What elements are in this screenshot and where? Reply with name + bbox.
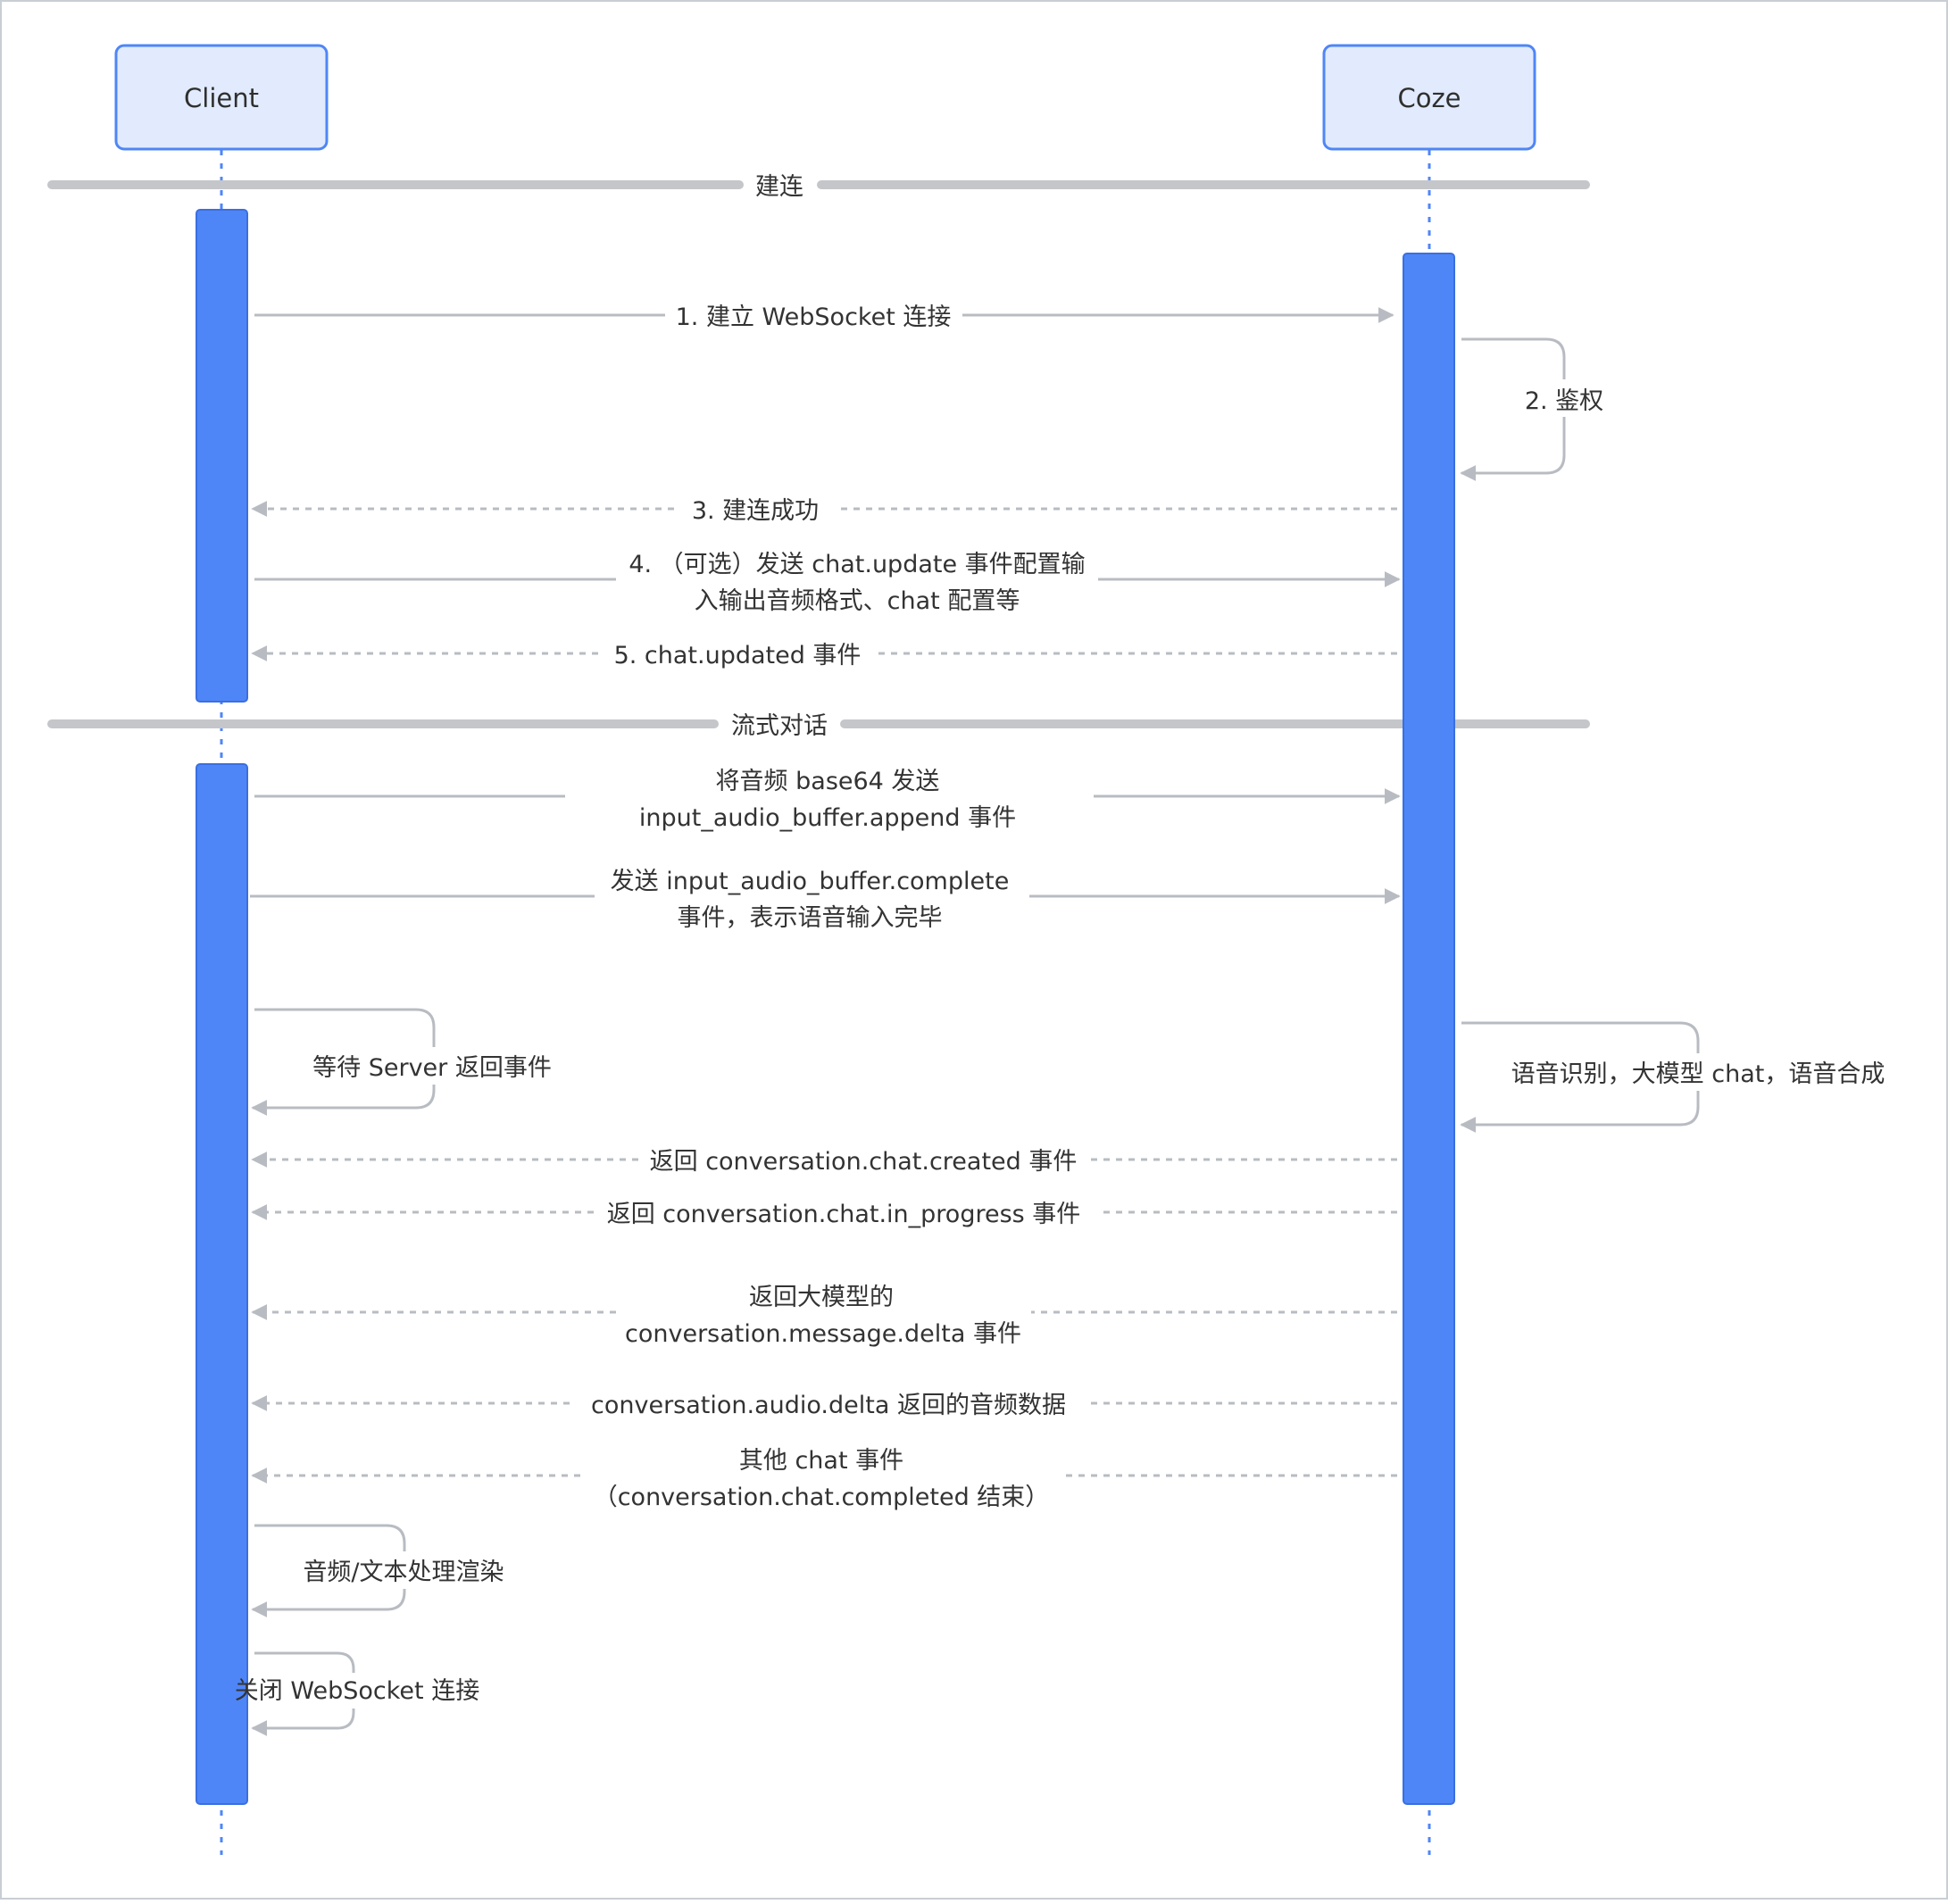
- message-8-label-bg: [311, 1047, 554, 1085]
- message-6-label-line1: 将音频 base64 发送: [716, 768, 940, 795]
- message-10-label: 返回 conversation.chat.created 事件: [650, 1148, 1078, 1176]
- message-9-label: 语音识别，大模型 chat，语音合成: [1511, 1060, 1886, 1088]
- message-14-label-line2: （conversation.chat.completed 结束）: [594, 1484, 1050, 1511]
- message-16-label-bg: [266, 1673, 482, 1709]
- message-5-label: 5. chat.updated 事件: [614, 642, 862, 669]
- message-3: 3. 建连成功: [251, 497, 1397, 525]
- client-participant: Client: [114, 44, 329, 151]
- message-2: 2. 鉴权: [1460, 337, 1615, 481]
- message-8-label: 等待 Server 返回事件: [312, 1054, 552, 1082]
- message-1: 1. 建立 WebSocket 连接: [254, 303, 1394, 331]
- message-15-label-bg: [296, 1551, 511, 1589]
- message-8: 等待 Server 返回事件: [251, 1008, 554, 1116]
- message-11-label: 返回 conversation.chat.in_progress 事件: [607, 1201, 1081, 1228]
- message-12: 返回大模型的 conversation.message.delta 事件: [251, 1284, 1397, 1348]
- message-3-label: 3. 建连成功: [692, 497, 819, 525]
- client-activation-1: [196, 209, 248, 703]
- coze-label: Coze: [1397, 83, 1461, 113]
- message-7-label-line1: 发送 input_audio_buffer.complete: [611, 868, 1010, 895]
- coze-box: [1322, 44, 1536, 151]
- message-15: 音频/文本处理渲染: [251, 1524, 511, 1617]
- message-6: 将音频 base64 发送 input_audio_buffer.append …: [254, 768, 1401, 832]
- section-stream-label: 流式对话: [731, 712, 828, 740]
- message-14-label-line1: 其他 chat 事件: [739, 1447, 903, 1475]
- message-7: 发送 input_audio_buffer.complete 事件，表示语音输入…: [250, 868, 1401, 932]
- message-14: 其他 chat 事件 （conversation.chat.completed …: [251, 1447, 1397, 1511]
- message-7-label-line2: 事件，表示语音输入完毕: [678, 904, 943, 932]
- message-11: 返回 conversation.chat.in_progress 事件: [251, 1201, 1397, 1228]
- message-12-label-line1: 返回大模型的: [749, 1284, 894, 1311]
- coze-activation: [1403, 253, 1455, 1805]
- message-5: 5. chat.updated 事件: [251, 642, 1397, 669]
- client-label: Client: [184, 83, 259, 113]
- section-stream: 流式对话: [47, 712, 1590, 740]
- section-connect-label: 建连: [755, 173, 803, 201]
- message-10: 返回 conversation.chat.created 事件: [251, 1148, 1397, 1176]
- message-13-label: conversation.audio.delta 返回的音频数据: [591, 1392, 1066, 1419]
- message-16: 关闭 WebSocket 连接: [235, 1651, 482, 1736]
- message-9-label-bg: [1503, 1053, 1893, 1091]
- message-13: conversation.audio.delta 返回的音频数据: [251, 1392, 1397, 1419]
- message-16-label: 关闭 WebSocket 连接: [235, 1677, 479, 1705]
- message-4-label-line2: 入输出音频格式、chat 配置等: [695, 587, 1020, 615]
- section-connect: 建连: [47, 173, 1590, 201]
- message-4-label-line1: 4. （可选）发送 chat.update 事件配置输: [629, 551, 1085, 578]
- message-4: 4. （可选）发送 chat.update 事件配置输 入输出音频格式、chat…: [254, 551, 1401, 615]
- message-6-label-line2: input_audio_buffer.append 事件: [639, 804, 1016, 832]
- message-12-label-line2: conversation.message.delta 事件: [625, 1320, 1021, 1348]
- client-activation-2: [196, 763, 248, 1805]
- message-2-label-bg: [1513, 379, 1615, 417]
- client-box: [114, 44, 329, 151]
- message-9: 语音识别，大模型 chat，语音合成: [1460, 1021, 1893, 1133]
- message-1-label: 1. 建立 WebSocket 连接: [676, 303, 952, 331]
- message-15-label: 音频/文本处理渲染: [303, 1559, 504, 1586]
- coze-participant: Coze: [1322, 44, 1536, 151]
- message-2-label: 2. 鉴权: [1525, 387, 1603, 415]
